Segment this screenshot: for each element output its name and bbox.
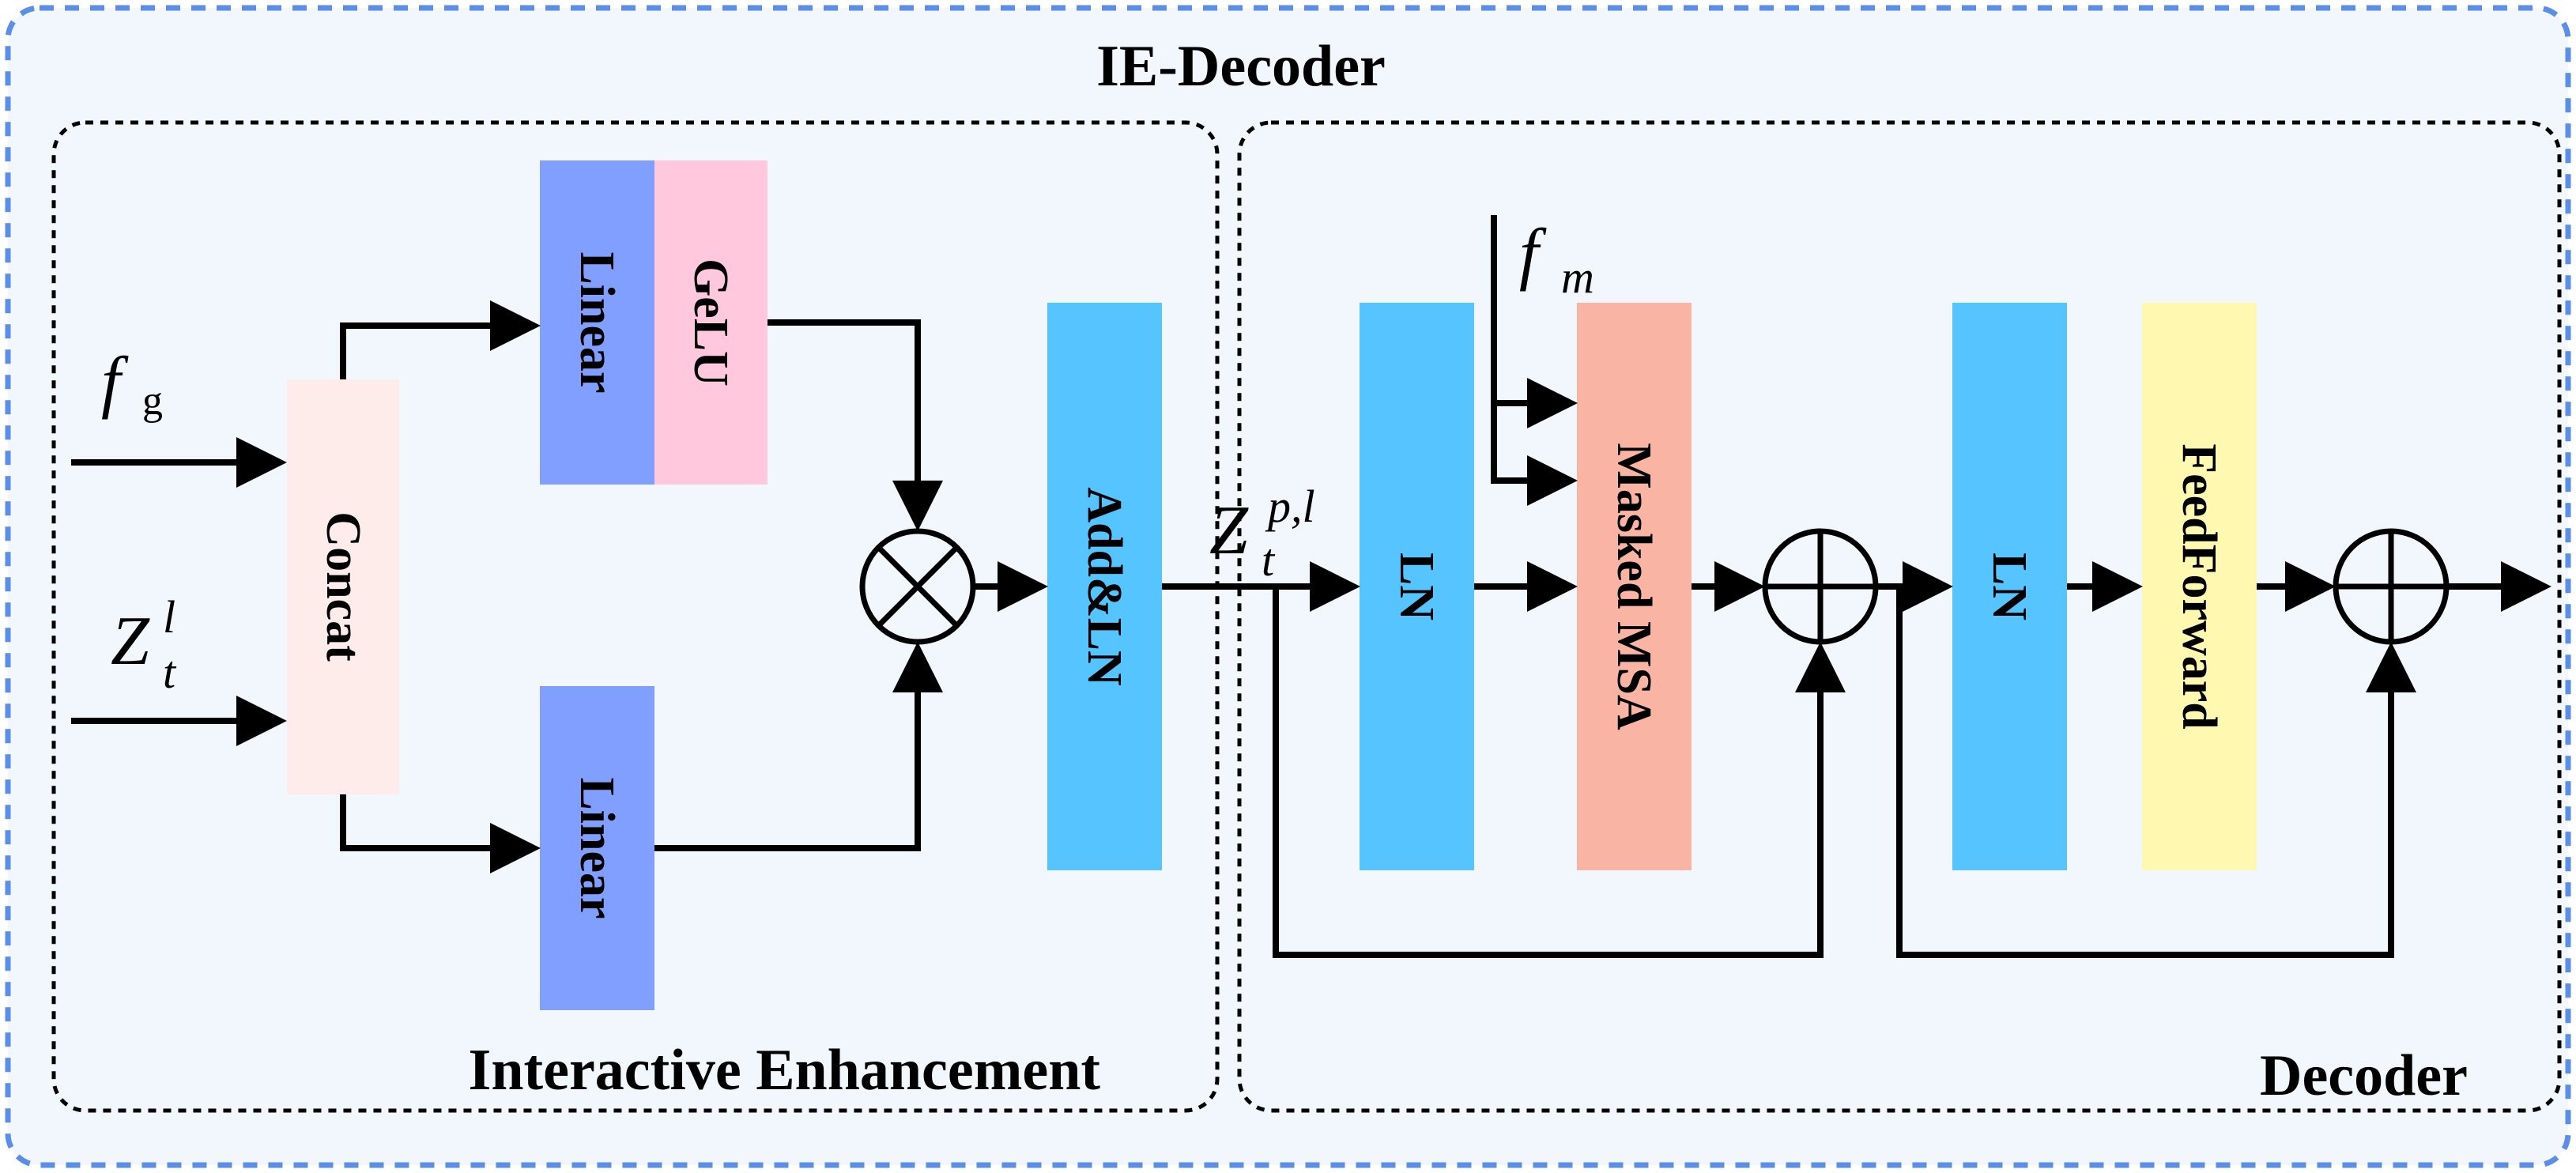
ln2-block (1952, 303, 2067, 870)
concat-to-linear-bottom-arrow (340, 794, 541, 873)
zpl-sub: t (1262, 534, 1276, 586)
fm-sub: m (1561, 251, 1594, 303)
feedforward-label: FeedForward (2172, 443, 2226, 730)
addln-block (1047, 303, 1162, 870)
interactive-enhancement-label: Interactive Enhancement (469, 1038, 1101, 1103)
interactive-enhancement-group (51, 120, 1220, 1113)
ie-decoder-title: IE-Decoder (1096, 34, 1386, 99)
linear-top-block (540, 160, 654, 485)
linear-bottom-block (540, 686, 654, 1010)
ln1-block (1360, 303, 1474, 870)
linear-bottom-to-multiply-arrow (654, 642, 943, 851)
gelu-to-multiply-arrow (768, 319, 943, 531)
add-operator-2 (2333, 528, 2450, 645)
concat-label: Concat (316, 511, 370, 662)
masked-msa-block (1577, 303, 1692, 870)
gelu-block (654, 160, 768, 485)
connections (71, 215, 2551, 958)
zt-sub: t (163, 647, 177, 698)
gelu-label: GeLU (684, 258, 737, 387)
ln1-label: LN (1390, 553, 1443, 620)
zt-sup: l (163, 591, 175, 643)
addln-label: Add&LN (1077, 487, 1131, 686)
zt-label: Z l t (111, 591, 177, 698)
masked-msa-label: Masked MSA (1607, 443, 1661, 730)
linear-bottom-label: Linear (570, 777, 624, 918)
concat-to-linear-top-arrow (340, 300, 541, 379)
decoder-label: Decoder (2260, 1043, 2468, 1108)
add-operator-1 (1762, 528, 1879, 645)
feedforward-block (2142, 303, 2257, 870)
linear-top-label: Linear (570, 251, 624, 393)
residual-2-arrow (1896, 586, 2416, 958)
zt-base: Z (111, 603, 150, 680)
zpl-base: Z (1209, 492, 1249, 569)
fg-sub: g (142, 379, 163, 424)
zpl-label: Z p,l t (1209, 481, 1315, 586)
zpl-sup: p,l (1265, 481, 1315, 532)
ln2-label: LN (1982, 553, 2036, 620)
residual-1-arrow (1273, 586, 1846, 958)
concat-block (287, 379, 399, 794)
